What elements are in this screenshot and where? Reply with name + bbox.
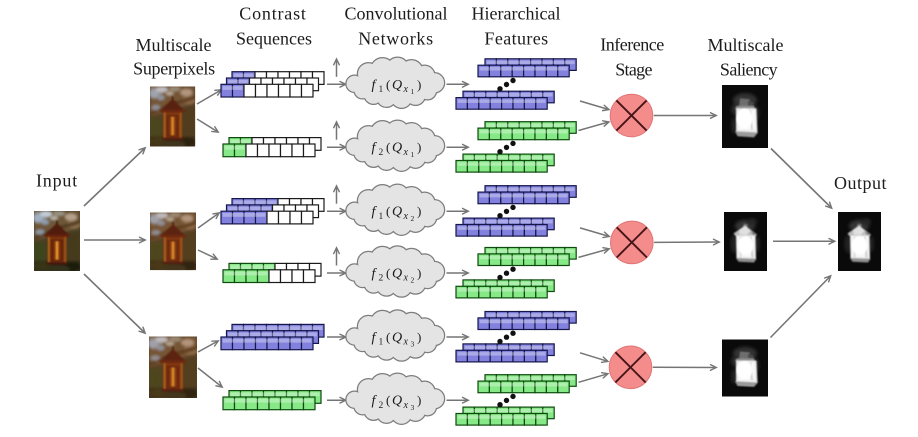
svg-text:Multiscale: Multiscale xyxy=(136,35,212,55)
svg-text:1: 1 xyxy=(379,338,384,348)
svg-text:x: x xyxy=(403,211,409,222)
svg-text:1: 1 xyxy=(411,150,415,159)
svg-text:x: x xyxy=(403,273,409,284)
svg-text:x: x xyxy=(403,147,409,158)
svg-text:(: ( xyxy=(386,204,390,219)
svg-text:(: ( xyxy=(386,330,390,345)
svg-text:1: 1 xyxy=(379,85,384,95)
svg-text:Superpixels: Superpixels xyxy=(133,59,215,79)
svg-text:Input: Input xyxy=(36,171,78,191)
svg-text:(: ( xyxy=(386,393,390,408)
svg-text:): ) xyxy=(417,330,421,345)
svg-text:x: x xyxy=(403,84,409,95)
svg-text:Q: Q xyxy=(392,141,402,156)
svg-text:x: x xyxy=(403,337,409,348)
svg-text:(: ( xyxy=(386,140,390,155)
svg-text:2: 2 xyxy=(411,214,415,223)
svg-text:Q: Q xyxy=(392,394,402,409)
svg-text:): ) xyxy=(417,266,421,281)
svg-text:1: 1 xyxy=(379,212,384,222)
svg-text:Q: Q xyxy=(392,267,402,282)
svg-text:(: ( xyxy=(386,266,390,281)
svg-text:2: 2 xyxy=(379,148,384,158)
svg-text:2: 2 xyxy=(411,276,415,285)
svg-text:Contrast: Contrast xyxy=(239,4,306,24)
svg-text:Inference: Inference xyxy=(600,35,664,55)
svg-text:Q: Q xyxy=(392,205,402,220)
svg-text:Saliency: Saliency xyxy=(720,60,778,80)
svg-text:Networks: Networks xyxy=(358,29,434,49)
svg-text:2: 2 xyxy=(379,401,384,411)
svg-text:Features: Features xyxy=(484,29,548,49)
svg-text:): ) xyxy=(417,77,421,92)
svg-text:Stage: Stage xyxy=(615,60,652,80)
svg-text:Output: Output xyxy=(834,173,887,193)
svg-text:3: 3 xyxy=(411,340,415,349)
svg-text:x: x xyxy=(403,400,409,411)
svg-text:): ) xyxy=(417,393,421,408)
svg-text:Sequences: Sequences xyxy=(236,29,312,49)
svg-text:(: ( xyxy=(386,77,390,92)
svg-text:Convolutional: Convolutional xyxy=(345,4,448,24)
svg-text:3: 3 xyxy=(411,403,415,412)
svg-text:): ) xyxy=(417,140,421,155)
svg-text:Q: Q xyxy=(392,78,402,93)
svg-text:2: 2 xyxy=(379,274,384,284)
svg-text:Multiscale: Multiscale xyxy=(708,35,784,55)
svg-text:Q: Q xyxy=(392,331,402,346)
svg-text:1: 1 xyxy=(411,87,415,96)
svg-text:): ) xyxy=(417,204,421,219)
svg-text:Hierarchical: Hierarchical xyxy=(472,4,561,24)
